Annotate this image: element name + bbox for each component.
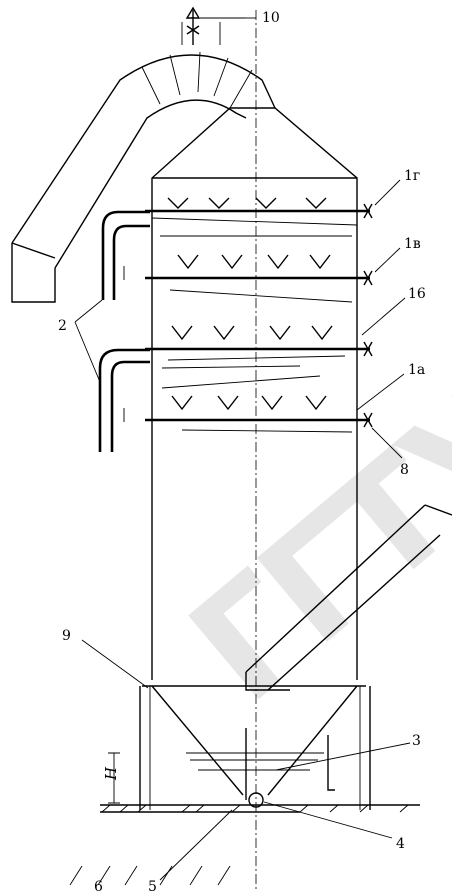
label-8: 8	[400, 462, 409, 478]
label-5: 5	[148, 879, 157, 895]
inlet-duct	[245, 504, 452, 691]
conical-bottom	[139, 685, 371, 810]
spray-tier-1v	[145, 235, 373, 303]
label-16: 16	[408, 286, 426, 302]
label-1a: 1а	[408, 362, 425, 378]
label-6: 6	[94, 879, 103, 895]
label-1v: 1в	[404, 236, 421, 252]
outlet-arch-duct	[11, 51, 276, 303]
water-supply-pipes	[98, 210, 150, 452]
label-9: 9	[62, 628, 71, 644]
column-body	[151, 107, 358, 680]
label-1g: 1г	[404, 168, 420, 184]
watermark: ГГТУ	[159, 353, 452, 735]
label-10: 10	[262, 10, 280, 26]
floor	[69, 10, 420, 890]
leader-lines	[74, 17, 411, 881]
spray-tier-1g	[145, 197, 373, 226]
outlet-valve	[181, 6, 246, 45]
label-4: 4	[396, 836, 405, 852]
label-h: Н	[102, 766, 120, 781]
spray-tier-16	[145, 325, 373, 369]
label-3: 3	[412, 733, 421, 749]
spray-tier-1a	[145, 375, 373, 433]
label-2: 2	[58, 318, 67, 334]
